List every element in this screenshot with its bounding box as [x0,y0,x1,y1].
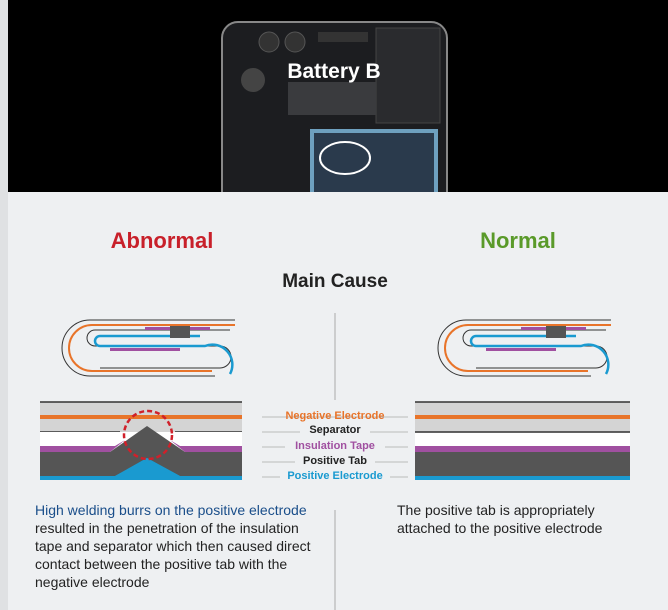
description-text: resulted in the penetration of the insul… [35,520,311,590]
normal-coil [437,319,611,377]
normal-heading: Normal [480,228,556,253]
border [0,0,8,610]
phone-internals-illustration [221,21,448,213]
main-cause-heading: Main Cause [282,271,388,292]
label-positive-tab: Positive Tab [295,455,375,467]
label-insulation-tape: Insulation Tape [285,440,385,452]
abnormal-cross-section [40,401,242,480]
burr-highlight-circle [122,409,174,461]
label-negative-electrode: Negative Electrode [285,410,385,422]
normal-cross-section [415,401,630,480]
abnormal-description: High welding burrs on the positive elect… [35,501,315,591]
abnormal-coil [61,319,235,377]
phone-image-panel [8,0,668,213]
normal-description: The positive tab is appropriately attach… [397,502,603,536]
label-positive-electrode: Positive Electrode [280,470,390,482]
abnormal-heading: Abnormal [110,228,214,253]
highlight-text: High welding burrs on the positive elect… [35,502,307,518]
label-separator: Separator [300,424,370,436]
battery-title: Battery B [287,60,381,83]
